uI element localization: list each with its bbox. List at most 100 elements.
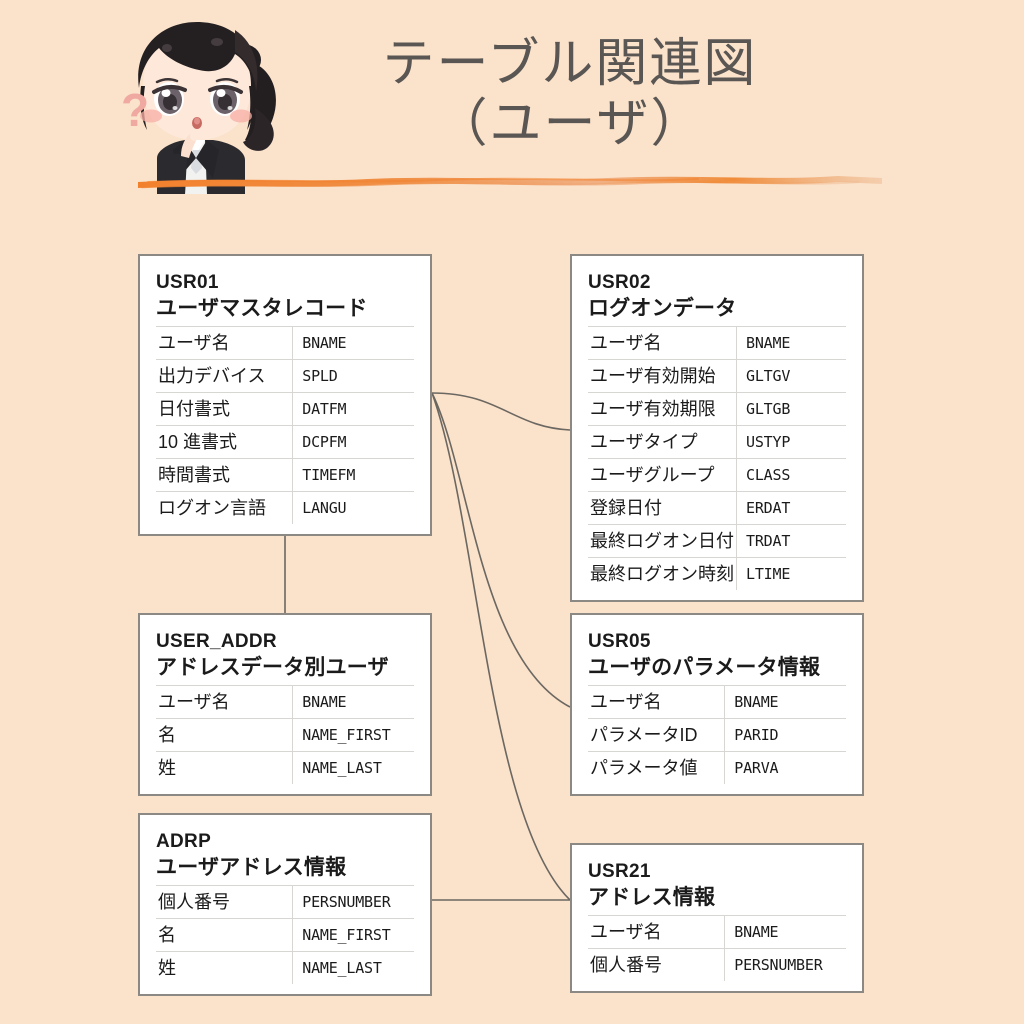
erd-table-usr05[interactable]: USR05 ユーザのパラメータ情報 ユーザ名 BNAME パラメータID PARID… xyxy=(570,613,864,796)
table-row: 名 NAME_FIRST xyxy=(156,718,414,752)
field-tech-name: NAME_LAST xyxy=(292,751,414,784)
table-row: ログオン言語 LANGU xyxy=(156,491,414,524)
table-name: ユーザアドレス情報 xyxy=(156,856,347,879)
field-tech-name: BNAME xyxy=(736,326,846,360)
table-name: ログオンデータ xyxy=(588,297,737,320)
field-tech-name: LTIME xyxy=(736,557,846,590)
field-label: 最終ログオン日付 xyxy=(590,531,734,551)
field-tech-name: USTYP xyxy=(736,425,846,459)
field-tech-name: PERSNUMBER xyxy=(292,885,414,919)
field-tech-name: BNAME xyxy=(292,685,414,719)
field-label: 出力デバイス xyxy=(158,366,266,386)
field-label: ユーザ名 xyxy=(158,692,230,712)
field-tech-name: SPLD xyxy=(292,359,414,393)
field-tech-name: BNAME xyxy=(292,326,414,360)
table-row: ユーザ名 BNAME xyxy=(156,685,414,719)
table-code: USR21 xyxy=(588,861,651,882)
table-code: USR01 xyxy=(156,272,219,293)
field-tech-name: PERSNUMBER xyxy=(724,948,846,981)
field-label: 10 進書式 xyxy=(158,432,238,452)
table-row: ユーザグループ CLASS xyxy=(588,458,846,492)
field-tech-name: NAME_FIRST xyxy=(292,918,414,952)
table-code: USR02 xyxy=(588,272,651,293)
field-tech-name: LANGU xyxy=(292,491,414,524)
table-row: ユーザタイプ USTYP xyxy=(588,425,846,459)
field-tech-name: DCPFM xyxy=(292,425,414,459)
field-tech-name: BNAME xyxy=(724,685,846,719)
table-row: 名 NAME_FIRST xyxy=(156,918,414,952)
field-list: ユーザ名 BNAME パラメータID PARID パラメータ値 PARVA xyxy=(588,685,846,784)
page-header: ? テーブル関連図 （ユーザ） xyxy=(0,0,1024,210)
table-row: 登録日付 ERDAT xyxy=(588,491,846,525)
field-tech-name: PARVA xyxy=(724,751,846,784)
table-row: パラメータ値 PARVA xyxy=(588,751,846,784)
table-row: 姓 NAME_LAST xyxy=(156,751,414,784)
field-tech-name: PARID xyxy=(724,718,846,752)
connector-usr01-usr05 xyxy=(431,392,571,708)
table-row: 日付書式 DATFM xyxy=(156,392,414,426)
field-tech-name: CLASS xyxy=(736,458,846,492)
field-label: ログオン言語 xyxy=(158,498,266,518)
field-label: ユーザ有効開始 xyxy=(590,366,716,386)
field-label: ユーザタイプ xyxy=(590,432,698,452)
field-label: 最終ログオン時刻 xyxy=(590,564,734,584)
table-name: ユーザのパラメータ情報 xyxy=(588,656,821,679)
table-row: パラメータID PARID xyxy=(588,718,846,752)
table-row: 個人番号 PERSNUMBER xyxy=(588,948,846,981)
field-label: ユーザ名 xyxy=(590,692,662,712)
field-label: 個人番号 xyxy=(158,892,230,912)
connector-usr01-usr21 xyxy=(431,392,571,901)
field-list: ユーザ名 BNAME 出力デバイス SPLD 日付書式 DATFM 10 進書式 DCP… xyxy=(156,326,414,524)
erd-table-adrp[interactable]: ADRP ユーザアドレス情報 個人番号 PERSNUMBER 名 NAME_FIRS… xyxy=(138,813,432,996)
erd-table-usr01[interactable]: USR01 ユーザマスタレコード ユーザ名 BNAME 出力デバイス SPLD 日付… xyxy=(138,254,432,536)
mascot-illustration: ? xyxy=(95,8,315,194)
field-label: ユーザ名 xyxy=(158,333,230,353)
field-label: 姓 xyxy=(158,958,176,978)
field-tech-name: DATFM xyxy=(292,392,414,426)
table-row: 出力デバイス SPLD xyxy=(156,359,414,393)
field-label: ユーザ名 xyxy=(590,333,662,353)
field-label: 名 xyxy=(158,925,176,945)
table-row: ユーザ名 BNAME xyxy=(156,326,414,360)
field-label: ユーザ有効期限 xyxy=(590,399,716,419)
field-label: パラメータID xyxy=(590,725,698,745)
field-list: ユーザ名 BNAME 名 NAME_FIRST 姓 NAME_LAST xyxy=(156,685,414,784)
field-tech-name: ERDAT xyxy=(736,491,846,525)
field-tech-name: TRDAT xyxy=(736,524,846,558)
field-label: 個人番号 xyxy=(590,955,662,975)
table-code: USER_ADDR xyxy=(156,631,277,652)
field-label: ユーザグループ xyxy=(590,465,715,485)
field-label: ユーザ名 xyxy=(590,922,662,942)
table-code: ADRP xyxy=(156,831,212,852)
field-label: 日付書式 xyxy=(158,399,230,419)
chibi-character-icon: ? xyxy=(121,22,276,194)
table-row: 10 進書式 DCPFM xyxy=(156,425,414,459)
page-title-line1: テーブル関連図 xyxy=(382,35,758,93)
table-name: ユーザマスタレコード xyxy=(156,297,368,320)
field-label: 姓 xyxy=(158,758,176,778)
field-label: パラメータ値 xyxy=(590,758,698,778)
field-label: 登録日付 xyxy=(590,498,662,518)
table-name: アドレス情報 xyxy=(588,886,716,909)
table-row: ユーザ名 BNAME xyxy=(588,685,846,719)
table-row: 個人番号 PERSNUMBER xyxy=(156,885,414,919)
field-tech-name: NAME_FIRST xyxy=(292,718,414,752)
field-label: 名 xyxy=(158,725,176,745)
question-mark-icon: ? xyxy=(121,84,149,136)
page-title: テーブル関連図 （ユーザ） xyxy=(330,34,810,154)
connector-usr01-usr02 xyxy=(431,392,571,431)
field-label: 時間書式 xyxy=(158,465,230,485)
table-code: USR05 xyxy=(588,631,651,652)
